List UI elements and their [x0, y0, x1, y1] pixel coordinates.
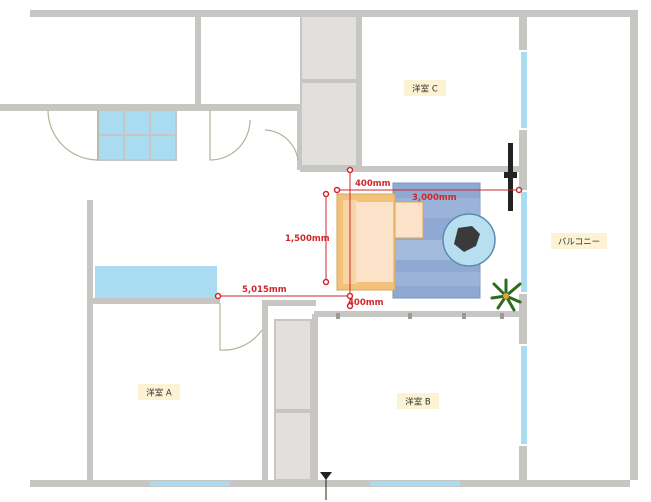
walls — [0, 10, 638, 487]
window-balcony-3 — [521, 346, 527, 444]
door-swing-3 — [264, 129, 299, 161]
door-swing-1 — [47, 109, 99, 161]
entrance-marker-icon — [320, 472, 332, 500]
window-balcony-1 — [521, 52, 527, 128]
corridor-closet-lower — [274, 411, 312, 481]
room-label-b: 洋室 B — [405, 397, 431, 408]
room-label-b-bg — [397, 393, 439, 409]
wall-balcony-frame — [519, 14, 527, 50]
dim-label-room-width: 5,015mm — [242, 285, 287, 295]
tiled-window — [97, 109, 177, 161]
dimension-markers — [214, 166, 523, 310]
room-label-a: 洋室 A — [146, 388, 172, 399]
windows — [95, 52, 527, 486]
room-label-a-bg — [138, 384, 180, 400]
room-c-posts — [336, 313, 504, 319]
doors — [47, 109, 299, 351]
room-label-c: 洋室 C — [412, 84, 438, 95]
wall-room-a-right — [262, 300, 268, 482]
window-balcony-2 — [521, 192, 527, 292]
coffee-table — [442, 213, 496, 267]
dim-label-clearance-bottom: 400mm — [348, 298, 384, 308]
wall-room-b-top — [314, 311, 524, 317]
wall-corridor-right — [312, 314, 318, 482]
closet-upper — [300, 15, 358, 81]
wall-left-mid — [87, 200, 93, 482]
storage — [274, 15, 358, 481]
wall-closet-right — [356, 14, 362, 170]
dim-label-clearance-top: 400mm — [355, 179, 391, 189]
wall-corridor-top — [262, 300, 316, 306]
window-bottom-a — [150, 481, 230, 486]
wall-right — [630, 10, 638, 480]
room-label-c-bg — [404, 80, 446, 96]
wall-balcony-frame-4 — [519, 446, 527, 482]
room-label-balcony: バルコニー — [558, 238, 600, 248]
wall-upper-room-bottom — [0, 104, 300, 111]
sofa — [336, 193, 424, 291]
counter-glass — [95, 266, 217, 298]
balcony-pole — [504, 143, 517, 211]
wall-top — [30, 10, 630, 17]
wall-room-a-top — [90, 298, 220, 304]
door-swing-room-a — [219, 303, 263, 351]
wall-balcony-frame-2 — [519, 130, 527, 190]
wall-bottom — [30, 480, 630, 487]
room-labels: 洋室 C 洋室 A 洋室 B バルコニー — [138, 80, 607, 409]
dim-label-sofa-depth: 1,500mm — [285, 234, 330, 244]
dimension-labels: 400mm 3,000mm 1,500mm 5,015mm 400mm — [242, 179, 457, 308]
potted-plant — [490, 278, 522, 312]
door-swing-2 — [209, 110, 251, 161]
dimension-lines — [218, 170, 519, 306]
window-bottom-b — [370, 481, 460, 486]
dim-label-rug-width: 3,000mm — [412, 193, 457, 203]
wall-balcony-frame-3 — [519, 294, 527, 344]
corridor-closet-upper — [274, 319, 312, 411]
closet-lower — [300, 81, 358, 167]
room-label-balcony-bg — [551, 233, 607, 249]
wall-upper-divider — [195, 14, 201, 106]
wall-room-c-bottom — [300, 166, 520, 172]
